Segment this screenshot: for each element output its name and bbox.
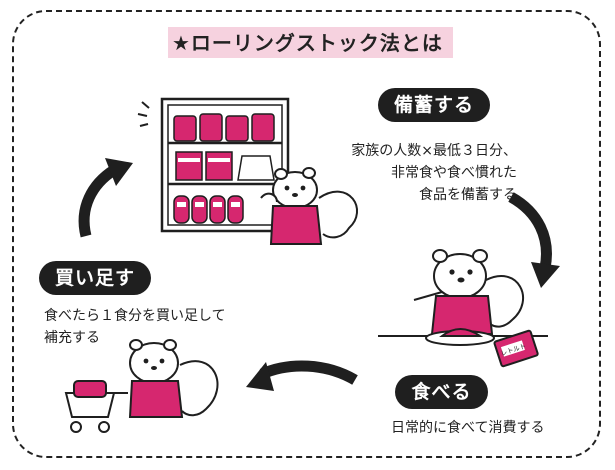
step-desc-stock: 家族の人数×最低３日分、 非常食や食べ慣れた 食品を備蓄する [277,140,517,206]
squirrel-icon [260,167,359,245]
step-desc-eat: 日常的に食べて消費する [391,417,591,439]
step-desc-stock-line-1: 家族の人数×最低３日分、 [351,143,517,159]
step-label-stock: 備蓄する [378,88,490,122]
step-desc-buy-line-2: 補充する [44,330,100,346]
cart-icon [64,339,219,433]
dashed-frame [12,10,601,458]
step-label-buy: 買い足す [39,261,151,295]
step-desc-buy-line-1: 食べたら１食分を買い足して [44,308,226,324]
arrow-buy-to-stock [78,158,133,238]
step-desc-stock-line-2: 非常食や食べ慣れた [391,165,517,181]
step-desc-eat-line-1: 日常的に食べて消費する [391,420,545,436]
step-desc-buy: 食べたら１食分を買い足して 補充する [44,305,274,349]
step-desc-stock-line-3: 食品を備蓄する [419,187,517,203]
shelf-icon [137,97,290,233]
diagram-title: ★ローリングストック法とは [172,31,443,55]
squirrel-icon: レトルト [378,249,548,368]
arrow-eat-to-buy [246,360,358,391]
arrow-stock-to-eat [508,192,560,288]
title-highlight [168,27,453,58]
step-label-eat: 食べる [395,375,488,409]
